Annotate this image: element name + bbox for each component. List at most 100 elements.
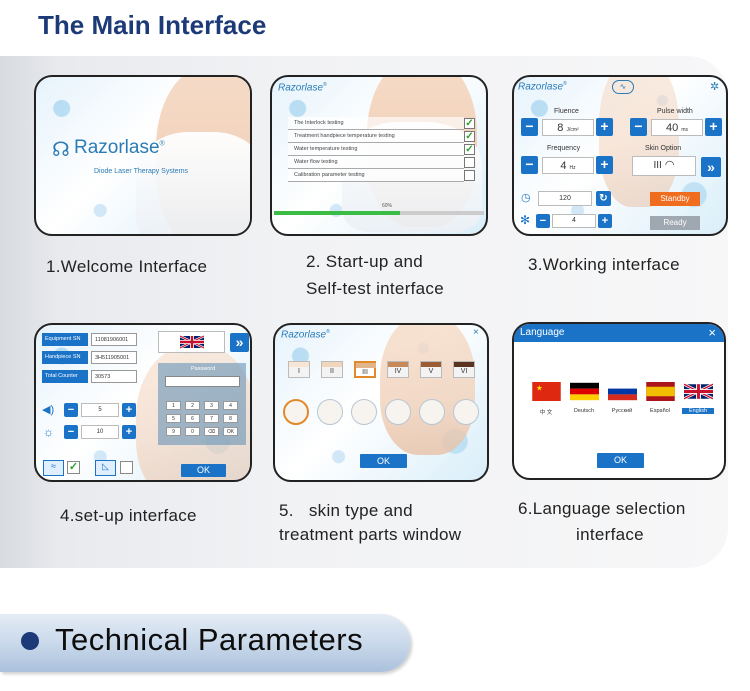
skin-type-label: I bbox=[298, 368, 300, 375]
page-title: The Main Interface bbox=[38, 10, 267, 40]
caption-skin-line1: 5. skin type and bbox=[279, 501, 413, 520]
close-icon[interactable]: × bbox=[473, 327, 479, 338]
foot-switch-checkbox[interactable] bbox=[120, 461, 133, 474]
keypad-key[interactable]: 9 bbox=[166, 427, 181, 436]
checked-box-icon: ✓ bbox=[464, 131, 475, 142]
selftest-screen: Razorlase® The Interlock testing✓Treatme… bbox=[270, 75, 488, 236]
keypad-key[interactable]: 1 bbox=[166, 401, 181, 410]
settings-gear-icon[interactable]: ✲ bbox=[710, 81, 720, 93]
foot-switch-icon[interactable]: ◺ bbox=[95, 460, 116, 476]
skin-type-tab[interactable]: I bbox=[288, 361, 310, 378]
keypad-key[interactable]: 5 bbox=[166, 414, 181, 423]
keypad-key[interactable]: 6 bbox=[185, 414, 200, 423]
caption-language-line1: 6.Language selection bbox=[518, 499, 686, 518]
language-option-label[interactable]: English bbox=[682, 408, 714, 414]
treatment-part-icon[interactable] bbox=[419, 399, 445, 425]
skin-type-tab[interactable]: III bbox=[354, 361, 376, 378]
standby-button[interactable]: Standby bbox=[650, 192, 700, 206]
language-header: Language × bbox=[514, 324, 724, 342]
fluence-plus-button[interactable]: + bbox=[596, 118, 613, 136]
keypad-key[interactable]: 2 bbox=[185, 401, 200, 410]
frequency-minus-button[interactable]: − bbox=[521, 156, 538, 174]
fluence-value: 8 J/cm² bbox=[542, 119, 594, 136]
cooling-plus-button[interactable]: + bbox=[598, 214, 612, 228]
skin-type-tab[interactable]: IV bbox=[387, 361, 409, 378]
language-title: Language bbox=[520, 327, 565, 338]
keypad-key[interactable]: 7 bbox=[204, 414, 219, 423]
keypad-key[interactable]: 4 bbox=[223, 401, 238, 410]
keypad-key[interactable]: 0 bbox=[185, 427, 200, 436]
brightness-value: 10 bbox=[81, 425, 119, 439]
skin-option-label: Skin Option bbox=[645, 145, 682, 152]
keypad-key[interactable]: 3 bbox=[204, 401, 219, 410]
treatment-part-icon[interactable] bbox=[351, 399, 377, 425]
checked-box-icon: ✓ bbox=[464, 144, 475, 155]
timer-value: 120 bbox=[538, 191, 592, 206]
flag-uk-icon[interactable] bbox=[158, 331, 225, 353]
language-ok-button[interactable]: OK bbox=[597, 453, 644, 468]
skin-option-selector[interactable]: III ◠ bbox=[632, 156, 696, 176]
language-option-label[interactable]: Deutsch bbox=[573, 408, 595, 414]
password-input[interactable] bbox=[165, 376, 240, 387]
ready-button[interactable]: Ready bbox=[650, 216, 700, 230]
flag-ru-icon[interactable] bbox=[608, 382, 637, 401]
working-brand: Razorlase® bbox=[518, 81, 567, 93]
caption-welcome: 1.Welcome Interface bbox=[46, 257, 208, 276]
password-label: Password bbox=[191, 366, 216, 372]
welcome-logo: Razorlase® bbox=[74, 137, 165, 159]
keypad-key[interactable]: ⌫ bbox=[204, 427, 219, 436]
skin-color-swatch bbox=[322, 362, 342, 367]
selftest-row: Calibration parameter testing bbox=[288, 169, 464, 182]
skin-color-swatch bbox=[289, 362, 309, 367]
selftest-row: Water temperature testing bbox=[288, 143, 464, 156]
flag-cn-icon[interactable]: ★ bbox=[532, 382, 561, 401]
pulse-width-minus-button[interactable]: − bbox=[630, 118, 647, 136]
checked-box-icon: ✓ bbox=[464, 118, 475, 129]
skin-ok-button[interactable]: OK bbox=[360, 454, 407, 468]
timer-reset-button[interactable]: ↻ bbox=[596, 191, 611, 206]
skin-type-tab[interactable]: II bbox=[321, 361, 343, 378]
language-close-icon[interactable]: × bbox=[708, 325, 716, 340]
setup-next-button[interactable]: » bbox=[230, 333, 249, 352]
volume-plus-button[interactable]: + bbox=[122, 403, 136, 417]
brightness-plus-button[interactable]: + bbox=[122, 425, 136, 439]
brightness-minus-button[interactable]: − bbox=[64, 425, 78, 439]
handpiece-checkbox[interactable]: ✓ bbox=[67, 461, 80, 474]
volume-minus-button[interactable]: − bbox=[64, 403, 78, 417]
setup-ok-button[interactable]: OK bbox=[181, 464, 226, 477]
welcome-screen: ☊ Razorlase® Diode Laser Therapy Systems bbox=[34, 75, 252, 236]
skin-type-label: V bbox=[428, 368, 434, 375]
treatment-part-icon[interactable] bbox=[317, 399, 343, 425]
model-towel-image bbox=[136, 132, 250, 234]
language-screen: Language × ★ 中 文 Deutsch Русский Español Engl… bbox=[512, 322, 726, 480]
pulse-width-plus-button[interactable]: + bbox=[705, 118, 722, 136]
flag-es-icon[interactable] bbox=[646, 382, 675, 401]
language-option-label[interactable]: Русский bbox=[611, 408, 633, 414]
flag-uk-icon[interactable] bbox=[683, 382, 714, 401]
language-option-label[interactable]: Español bbox=[650, 408, 670, 414]
skin-type-tab[interactable]: VI bbox=[453, 361, 475, 378]
cooling-value: 4 bbox=[552, 214, 596, 228]
language-option-label[interactable]: 中 文 bbox=[539, 410, 553, 416]
treatment-part-icon[interactable] bbox=[453, 399, 479, 425]
frequency-plus-button[interactable]: + bbox=[596, 156, 613, 174]
cooling-minus-button[interactable]: − bbox=[536, 214, 550, 228]
keypad-key[interactable]: OK bbox=[223, 427, 238, 436]
skin-color-swatch bbox=[454, 362, 474, 367]
equipment-sn-label: Equipment SN bbox=[42, 333, 88, 346]
next-page-button[interactable]: » bbox=[701, 157, 721, 177]
skin-type-tab[interactable]: V bbox=[420, 361, 442, 378]
flag-de-icon[interactable] bbox=[570, 382, 599, 401]
handpiece-sn-value: 3H511905001 bbox=[91, 351, 137, 364]
skin-type-label: VI bbox=[460, 368, 468, 375]
fluence-minus-button[interactable]: − bbox=[521, 118, 538, 136]
trademark: ® bbox=[159, 140, 165, 148]
treatment-part-icon[interactable] bbox=[283, 399, 309, 425]
handpiece-toggle-icon[interactable]: ≈ bbox=[43, 460, 64, 476]
treatment-part-icon[interactable] bbox=[385, 399, 411, 425]
keypad-key[interactable]: 8 bbox=[223, 414, 238, 423]
progress-fill bbox=[274, 211, 400, 215]
razorlase-logo-icon: ☊ bbox=[52, 139, 70, 161]
